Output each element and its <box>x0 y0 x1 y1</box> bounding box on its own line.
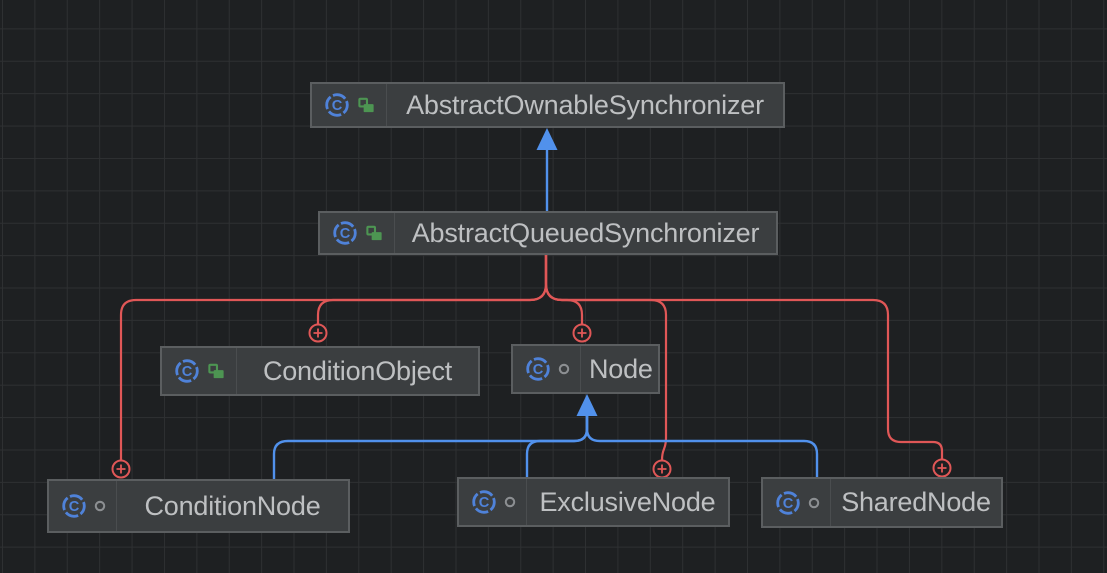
svg-text:C: C <box>182 364 193 380</box>
node-icons: C <box>775 490 820 516</box>
edge-inheritance-exclusive-node-to-node <box>525 416 589 477</box>
node-separator <box>580 346 581 392</box>
class-node-abstract-queued-synchronizer[interactable]: C AbstractQueuedSynchronizer <box>318 211 778 255</box>
visibility-package-private-icon <box>94 500 106 512</box>
class-name: ExclusiveNode <box>539 486 716 517</box>
svg-text:C: C <box>479 495 490 511</box>
class-name: AbstractOwnableSynchronizer <box>406 89 764 120</box>
inheritance-arrowhead-icon <box>536 128 558 150</box>
inheritance-edges <box>272 128 819 479</box>
class-node-condition-object[interactable]: C ConditionObject <box>160 346 480 396</box>
node-icons: C <box>174 358 226 384</box>
visibility-public-icon <box>358 97 374 112</box>
inner-class-edges <box>119 255 944 461</box>
visibility-package-private-icon <box>558 363 570 375</box>
edge-inheritance-condition-node-to-node <box>272 416 589 479</box>
class-name: Node <box>589 353 653 384</box>
node-icons: C <box>471 489 516 515</box>
class-icon: C <box>325 93 349 117</box>
class-name: SharedNode <box>841 487 991 517</box>
class-name: ConditionObject <box>262 355 453 386</box>
node-separator <box>116 481 117 531</box>
node-icons: C <box>525 356 570 382</box>
class-node-shared-node[interactable]: C SharedNode <box>761 477 1003 528</box>
svg-text:C: C <box>332 98 343 114</box>
class-icon: C <box>175 359 199 383</box>
svg-text:C: C <box>69 499 80 515</box>
node-icons: C <box>332 220 384 246</box>
visibility-public-icon <box>208 363 224 378</box>
class-node-exclusive-node[interactable]: C ExclusiveNode <box>457 477 730 527</box>
class-node-abstract-ownable-synchronizer[interactable]: C AbstractOwnableSynchronizer <box>310 82 785 128</box>
class-name: AbstractQueuedSynchronizer <box>411 217 760 248</box>
visibility-package-private-icon <box>808 497 820 508</box>
node-separator <box>526 479 527 525</box>
class-node-condition-node[interactable]: C ConditionNode <box>47 479 350 533</box>
visibility-public-icon <box>366 225 382 240</box>
class-icon: C <box>776 490 800 515</box>
edge-inner-class-shared-node <box>544 255 944 459</box>
containment-anchor-icon <box>308 323 328 343</box>
node-separator <box>236 348 237 394</box>
svg-text:C: C <box>533 362 544 378</box>
node-icons: C <box>324 92 376 118</box>
node-separator <box>830 479 831 526</box>
class-icon: C <box>472 490 496 514</box>
node-icons: C <box>61 493 106 519</box>
node-separator <box>394 213 395 253</box>
containment-anchor-icon <box>572 323 592 343</box>
svg-text:C: C <box>783 495 794 511</box>
class-icon: C <box>333 221 357 245</box>
class-node-node[interactable]: C Node <box>511 344 660 394</box>
visibility-package-private-icon <box>504 496 516 508</box>
node-separator <box>386 84 387 126</box>
edge-inner-class-condition-object <box>316 255 548 324</box>
edge-inheritance-shared-node-to-node <box>585 416 819 477</box>
class-icon: C <box>62 494 86 518</box>
svg-text:C: C <box>340 226 351 242</box>
inheritance-arrowhead-icon <box>576 394 598 416</box>
class-icon: C <box>526 357 550 381</box>
class-name: ConditionNode <box>144 490 321 521</box>
containment-anchor-icon <box>932 458 952 478</box>
edge-inner-class-node <box>544 255 584 324</box>
containment-anchor-icon <box>111 459 131 479</box>
containment-anchor-icon <box>652 459 672 479</box>
